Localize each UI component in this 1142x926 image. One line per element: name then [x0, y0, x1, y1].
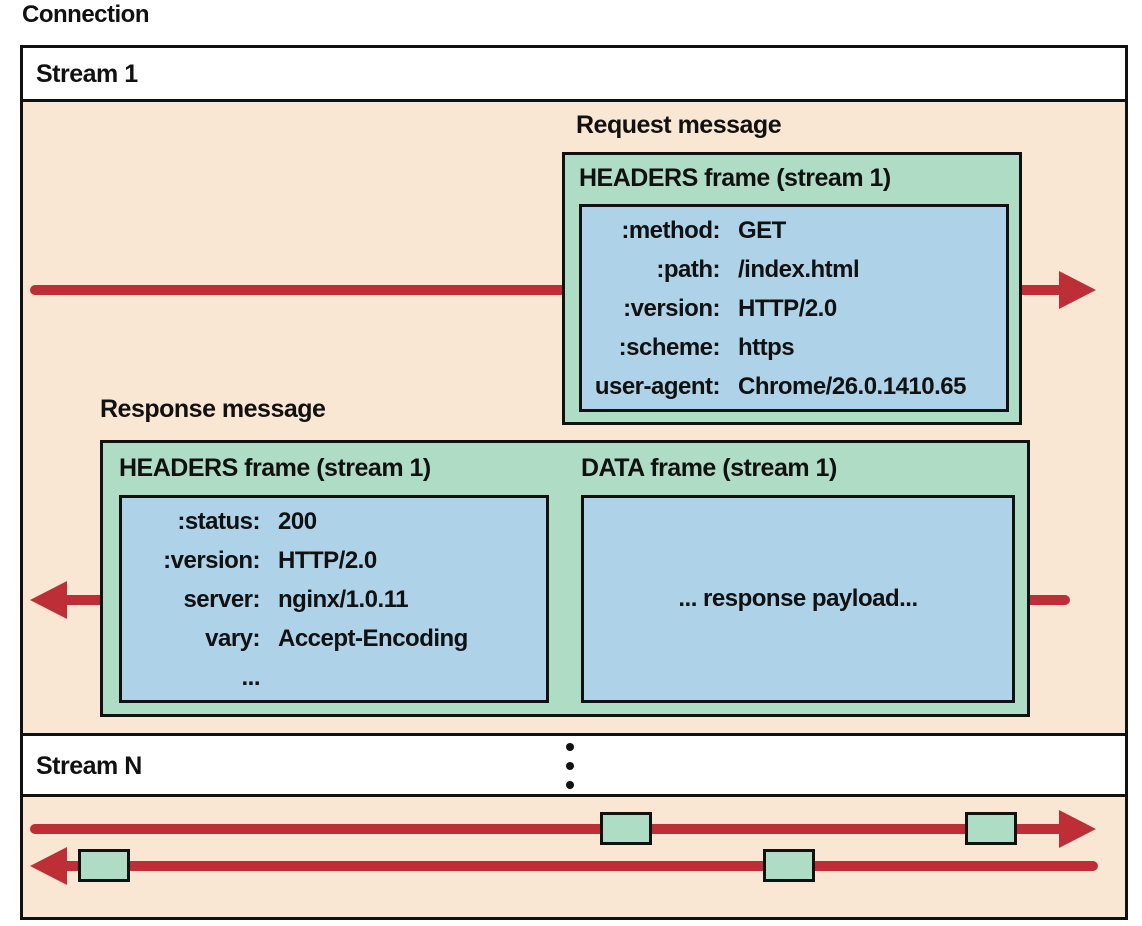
streamN-frame-chip: [965, 812, 1017, 845]
streamN-request-arrow-head-icon: [1059, 810, 1096, 848]
header-value: Accept-Encoding: [278, 625, 468, 652]
header-key: :version:: [623, 295, 720, 322]
streamN-frame-chip: [78, 849, 130, 882]
header-value: Chrome/26.0.1410.65: [738, 373, 966, 400]
response-headers-frame-title: HEADERS frame (stream 1): [119, 454, 431, 482]
header-key: :method:: [621, 217, 720, 244]
header-key: :scheme:: [618, 334, 721, 361]
streamN-label: Stream N: [36, 752, 142, 780]
response-data-frame-title: DATA frame (stream 1): [581, 454, 837, 482]
request-message-label: Request message: [576, 111, 782, 139]
response-payload-text: ... response payload...: [678, 585, 918, 612]
response-frames-container: HEADERS frame (stream 1) DATA frame (str…: [100, 440, 1030, 717]
streamN-title-bar: Stream N: [20, 733, 1128, 797]
request-headers-frame-title: HEADERS frame (stream 1): [579, 164, 891, 192]
request-headers-frame: HEADERS frame (stream 1) :method: GET :p…: [562, 152, 1022, 425]
request-arrow-head-icon: [1059, 271, 1096, 309]
response-data-payload: ... response payload...: [581, 495, 1015, 703]
stream1-label: Stream 1: [36, 60, 138, 88]
response-headers-list: :status: 200 :version: HTTP/2.0 server: …: [122, 502, 540, 697]
stream1-title-bar: Stream 1: [20, 45, 1128, 102]
streamN-request-arrow-line: [30, 824, 1060, 834]
header-key: :status:: [177, 508, 260, 535]
header-key: ...: [241, 664, 260, 691]
request-headers-list: :method: GET :path: /index.html :version…: [582, 211, 1000, 406]
header-value: [278, 658, 540, 697]
request-headers-payload: :method: GET :path: /index.html :version…: [579, 204, 1009, 412]
response-message-label: Response message: [100, 395, 326, 423]
streamN-body: [20, 794, 1128, 920]
header-key: vary:: [205, 625, 260, 652]
header-value: HTTP/2.0: [738, 295, 837, 322]
streamN-response-arrow-head-icon: [30, 847, 67, 885]
ellipsis-dot: [566, 781, 574, 789]
header-value: /index.html: [738, 256, 860, 283]
header-value: nginx/1.0.11: [278, 586, 409, 613]
streamN-frame-chip: [600, 812, 652, 845]
header-value: 200: [278, 508, 317, 535]
response-headers-payload: :status: 200 :version: HTTP/2.0 server: …: [119, 495, 549, 703]
streamN-frame-chip: [763, 849, 815, 882]
streamN-response-arrow-line: [58, 861, 1098, 871]
header-key: :version:: [163, 547, 260, 574]
ellipsis-dot: [566, 743, 574, 751]
ellipsis-dot: [566, 762, 574, 770]
connection-label: Connection: [22, 1, 150, 28]
header-key: user-agent:: [594, 373, 721, 400]
response-arrow-head-icon: [30, 581, 67, 619]
header-value: HTTP/2.0: [278, 547, 377, 574]
header-value: GET: [738, 217, 786, 244]
request-arrow-line: [30, 285, 1065, 295]
header-key: :path:: [656, 256, 720, 283]
header-value: https: [738, 334, 795, 361]
header-key: server:: [183, 586, 260, 613]
